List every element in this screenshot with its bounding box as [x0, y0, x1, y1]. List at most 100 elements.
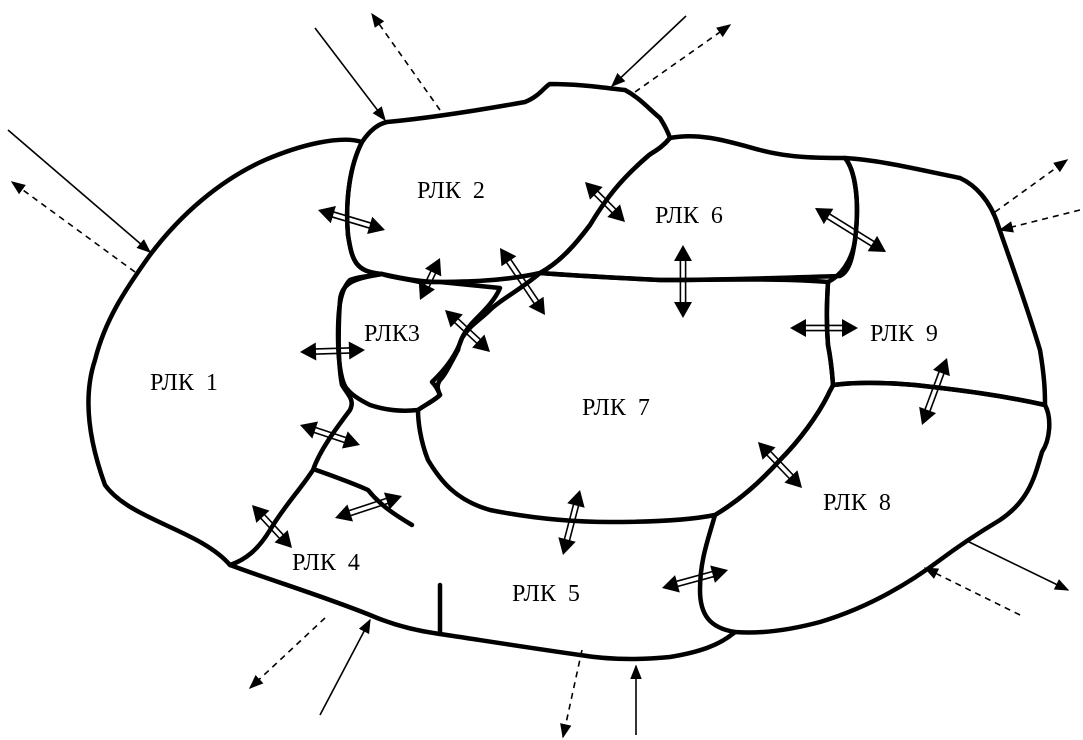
- exchange-arrow-head: [932, 358, 950, 377]
- label-rlk5: РЛК 5: [512, 581, 580, 607]
- exchange-arrow-head: [585, 182, 603, 200]
- exchange-arrow-rail: [311, 425, 350, 440]
- rlk4-inner-stub: [313, 467, 415, 528]
- exchange-arrow: [558, 490, 585, 555]
- exchange-arrow-head: [674, 302, 692, 318]
- exchange-arrow-rail: [823, 215, 875, 249]
- exchange-arrow-rail: [674, 574, 718, 589]
- exchange-arrow: [790, 319, 858, 337]
- exchange-arrow: [335, 492, 402, 522]
- label-rlk8: РЛК 8: [823, 490, 891, 516]
- rlk7-border: [415, 270, 836, 525]
- exchange-arrow-rail: [346, 501, 392, 518]
- exchange-arrow-head: [318, 205, 336, 224]
- exchange-arrows: [252, 182, 950, 593]
- exchange-arrow: [300, 421, 360, 449]
- exchange-arrow-head: [607, 204, 625, 222]
- exchange-arrow-head: [815, 208, 834, 225]
- outflow-arrow-rlk8: [964, 539, 1070, 591]
- outflow-arrow-rlk4: [248, 617, 326, 689]
- exchange-arrow-rail: [328, 215, 373, 230]
- exchange-arrow-head: [867, 235, 886, 252]
- label-rlk1: РЛК 1: [150, 370, 218, 396]
- inflow-arrow-rlk4: [319, 618, 371, 716]
- exchange-arrow-rail: [508, 256, 542, 305]
- exchange-arrow-head: [784, 470, 802, 488]
- label-rlk6: РЛК 6: [655, 203, 723, 229]
- inflow-arrow-rlk6: [610, 15, 687, 87]
- external-flows: [7, 12, 1081, 739]
- exchange-arrow: [300, 341, 365, 361]
- exchange-arrow-rail: [591, 191, 616, 216]
- exchange-arrow: [674, 245, 692, 318]
- label-rlk4: РЛК 4: [292, 550, 360, 576]
- exchange-arrow: [815, 208, 886, 252]
- exchange-arrow: [500, 248, 545, 315]
- exchange-arrow-rail: [767, 448, 797, 479]
- exchange-arrow-head: [558, 537, 576, 555]
- exchange-arrow-rail: [826, 211, 878, 245]
- exchange-arrow-rail: [562, 500, 576, 543]
- exchange-arrow-head: [348, 341, 365, 360]
- exchange-arrow-head: [383, 492, 402, 510]
- exchange-arrow-head: [790, 319, 806, 337]
- label-rlk2: РЛК 2: [417, 178, 485, 204]
- outflow-arrow-rlk6: [634, 24, 732, 93]
- exchange-arrow-head: [367, 216, 385, 235]
- exchange-arrow: [418, 258, 442, 300]
- exchange-arrow-head: [842, 319, 858, 337]
- outflow-arrow-rlk2: [371, 12, 441, 111]
- exchange-arrow: [919, 358, 950, 425]
- exchange-arrow-rail: [310, 430, 349, 445]
- inflow-arrow-rlk9: [998, 209, 1081, 233]
- exchange-arrow: [252, 505, 292, 548]
- exchange-arrow-head: [252, 505, 270, 523]
- exchange-arrow-rail: [923, 368, 942, 414]
- exchange-arrow-rail: [763, 451, 793, 482]
- exchange-arrow-head: [424, 258, 442, 277]
- exchange-arrow-head: [341, 431, 360, 449]
- rlk5-border: [227, 562, 738, 662]
- exchange-arrow-head: [472, 334, 490, 352]
- outflow-arrow-rlk5: [560, 649, 583, 739]
- exchange-arrow-head: [335, 504, 354, 522]
- exchange-arrow-head: [919, 406, 937, 425]
- exchange-arrow-rail: [927, 369, 946, 415]
- label-rlk7: РЛК 7: [582, 395, 650, 421]
- exchange-arrow-head: [662, 575, 680, 593]
- inflow-arrow-rlk8: [923, 567, 1021, 616]
- exchange-arrow-head: [274, 530, 292, 548]
- exchange-arrow-head: [710, 565, 728, 583]
- exchange-arrow: [662, 565, 728, 593]
- exchange-arrow: [445, 310, 490, 352]
- inflow-arrow-rlk2: [314, 27, 386, 122]
- exchange-arrow-rail: [311, 346, 353, 350]
- exchange-arrow-rail: [503, 258, 537, 307]
- exchange-arrow-rail: [594, 188, 619, 213]
- exchange-arrow-rail: [567, 502, 581, 545]
- exchange-arrow-head: [445, 310, 463, 328]
- outflow-arrow-rlk1: [10, 181, 136, 273]
- inflow-arrow-rlk1: [7, 129, 152, 253]
- label-rlk9: РЛК 9: [870, 321, 938, 347]
- exchange-arrow: [758, 442, 802, 488]
- exchange-arrow-rail: [345, 496, 391, 513]
- rlk3-border: [335, 271, 503, 414]
- exchange-arrow-rail: [455, 315, 484, 343]
- outflow-arrow-rlk9: [994, 159, 1069, 213]
- exchange-arrow-rail: [312, 352, 354, 356]
- exchange-arrow-rail: [257, 515, 283, 542]
- exchange-arrow-head: [300, 342, 317, 361]
- exchange-arrow-rail: [330, 210, 375, 225]
- exchange-arrow: [585, 182, 625, 222]
- exchange-arrow: [318, 205, 385, 235]
- exchange-arrow-head: [418, 281, 436, 300]
- label-rlk3: РЛК3: [364, 321, 420, 347]
- exchange-arrow-rail: [451, 319, 480, 347]
- exchange-arrow-rail: [261, 511, 287, 538]
- exchange-arrow-head: [758, 442, 776, 460]
- region-borders: [86, 81, 1052, 662]
- exchange-arrow-head: [500, 248, 517, 267]
